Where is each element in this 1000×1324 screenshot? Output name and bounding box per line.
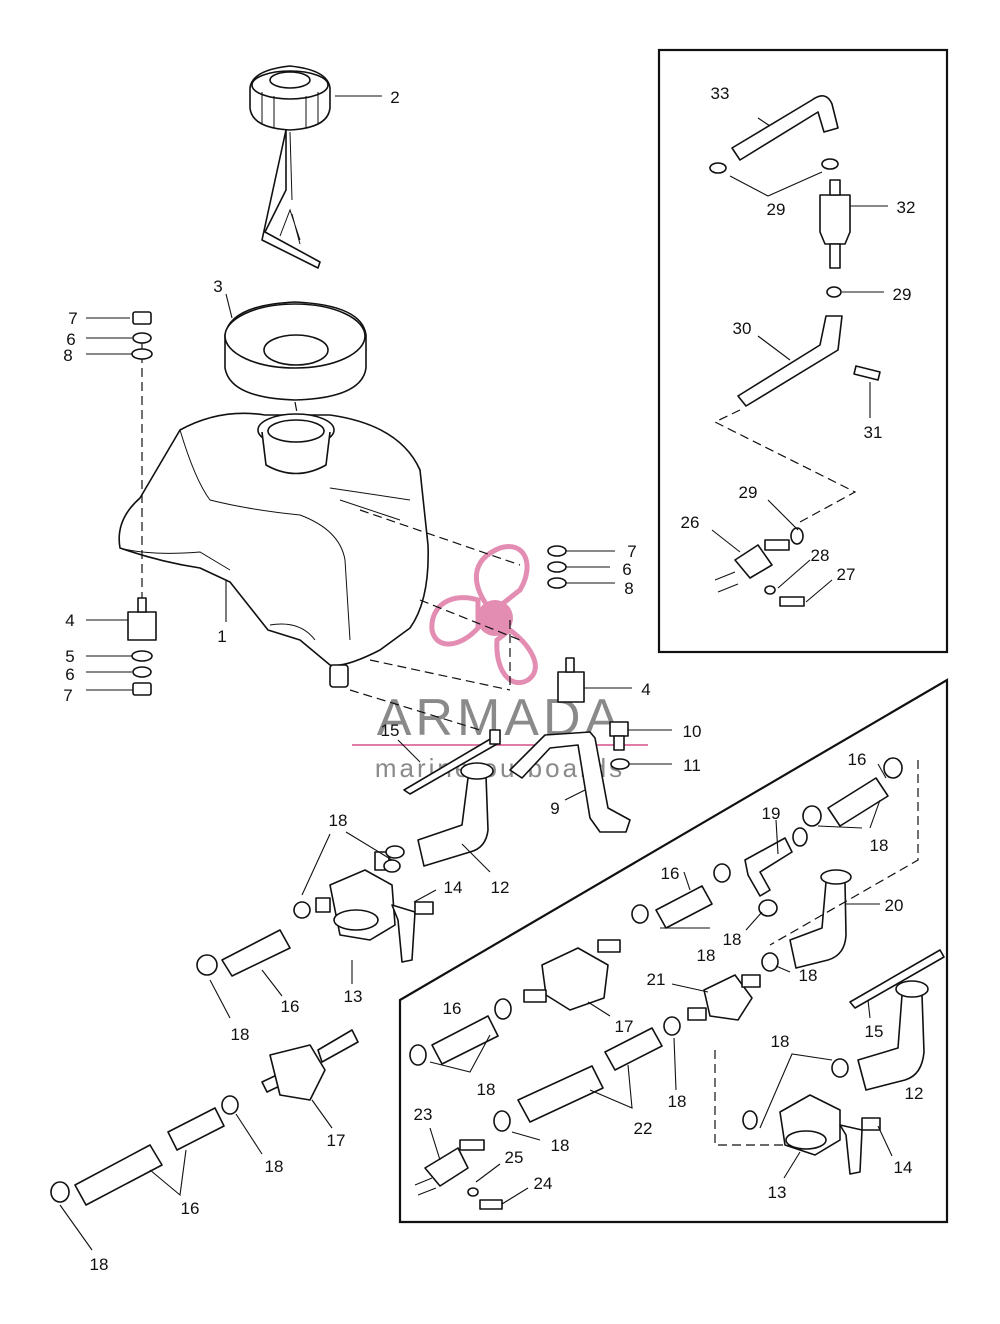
callout-14b: 14 xyxy=(894,1158,913,1177)
callout-29c: 29 xyxy=(739,483,758,502)
callout-18f: 18 xyxy=(723,930,742,949)
callout-6b: 6 xyxy=(65,665,74,684)
callout-1: 1 xyxy=(217,627,226,646)
callout-33: 33 xyxy=(711,84,730,103)
callout-15a: 15 xyxy=(381,721,400,740)
callout-13a: 13 xyxy=(344,987,363,1006)
callout-28: 28 xyxy=(811,546,830,565)
fuel-valve-left xyxy=(293,845,434,963)
callout-8b: 8 xyxy=(624,579,633,598)
left-lower-fuel-line xyxy=(50,929,359,1206)
callout-21: 21 xyxy=(647,970,666,989)
callout-32: 32 xyxy=(897,198,916,217)
callout-labels: 2 3 7 6 8 4 1 5 6 7 7 6 8 4 10 11 15 9 1… xyxy=(63,84,923,1274)
callout-15b: 15 xyxy=(865,1022,884,1041)
callout-18c: 18 xyxy=(265,1157,284,1176)
fuel-filter-inset-box xyxy=(657,48,949,654)
callout-16d: 16 xyxy=(661,864,680,883)
callout-7a: 7 xyxy=(68,309,77,328)
callout-14a: 14 xyxy=(444,878,463,897)
callout-17a: 17 xyxy=(327,1131,346,1150)
callout-30: 30 xyxy=(733,319,752,338)
callout-6a: 6 xyxy=(66,330,75,349)
callout-9: 9 xyxy=(550,799,559,818)
elbow-hose xyxy=(417,762,494,867)
leader-lines xyxy=(59,95,893,1251)
fuel-cap xyxy=(249,65,331,269)
callout-16b: 16 xyxy=(181,1199,200,1218)
callout-19: 19 xyxy=(762,804,781,823)
callout-16c: 16 xyxy=(848,750,867,769)
callout-18k: 18 xyxy=(668,1092,687,1111)
callout-29b: 29 xyxy=(893,285,912,304)
callout-10: 10 xyxy=(683,722,702,741)
fuel-tank xyxy=(118,412,521,731)
callout-5: 5 xyxy=(65,647,74,666)
callout-4b: 4 xyxy=(641,680,650,699)
callout-7b: 7 xyxy=(63,686,72,705)
callout-22: 22 xyxy=(634,1119,653,1138)
callout-17b: 17 xyxy=(615,1017,634,1036)
callout-18j: 18 xyxy=(477,1080,496,1099)
callout-25: 25 xyxy=(505,1148,524,1167)
left-mount-hardware xyxy=(127,311,157,696)
callout-11: 11 xyxy=(683,756,701,775)
propeller-icon xyxy=(429,544,538,685)
callout-23: 23 xyxy=(414,1105,433,1124)
right-mount-hardware xyxy=(547,545,585,703)
callout-16a: 16 xyxy=(281,997,300,1016)
fuel-line-kit-inset-box xyxy=(398,678,949,1224)
callout-18h: 18 xyxy=(799,966,818,985)
fuel-line-kit-parts xyxy=(409,757,945,1210)
callout-31: 31 xyxy=(864,423,883,442)
callout-3: 3 xyxy=(213,277,222,296)
callout-24: 24 xyxy=(534,1174,553,1193)
callout-8a: 8 xyxy=(63,346,72,365)
callout-13b: 13 xyxy=(768,1183,787,1202)
cable-tie xyxy=(403,729,501,795)
callout-7c: 7 xyxy=(627,542,636,561)
callout-12a: 12 xyxy=(491,878,510,897)
callout-18l: 18 xyxy=(551,1136,570,1155)
callout-27: 27 xyxy=(837,565,856,584)
callout-12b: 12 xyxy=(905,1084,924,1103)
callout-18g: 18 xyxy=(697,946,716,965)
callout-20: 20 xyxy=(885,896,904,915)
callout-18e: 18 xyxy=(870,836,889,855)
callout-18d: 18 xyxy=(90,1255,109,1274)
mounting-bracket xyxy=(509,721,631,833)
callout-16e: 16 xyxy=(443,999,462,1018)
fuel-filter-kit-parts xyxy=(709,95,881,607)
callout-6c: 6 xyxy=(622,560,631,579)
callout-18b: 18 xyxy=(231,1025,250,1044)
callout-18i: 18 xyxy=(771,1032,790,1051)
cap-gasket-ring xyxy=(224,301,367,419)
callout-26: 26 xyxy=(681,513,700,532)
callout-4a: 4 xyxy=(65,611,74,630)
callout-18a: 18 xyxy=(329,811,348,830)
callout-2: 2 xyxy=(390,88,399,107)
callout-29a: 29 xyxy=(767,200,786,219)
